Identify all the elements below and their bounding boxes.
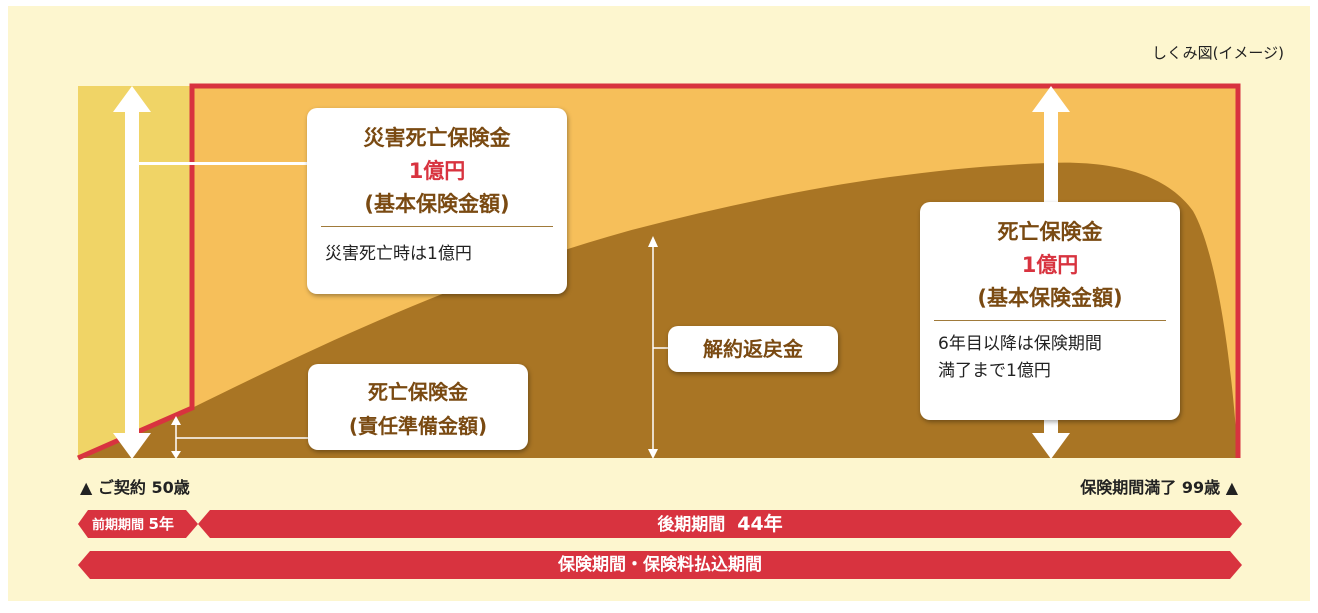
disaster-desc: 災害死亡時は1億円: [325, 244, 472, 264]
late-period-text: 後期期間 44年: [198, 511, 1242, 538]
early-period-years: 5年: [148, 515, 174, 533]
total-period-text: 保険期間・保険料払込期間: [558, 555, 762, 575]
total-period-bar: [78, 551, 1242, 579]
death-desc-line1: 6年目以降は保険期間: [938, 334, 1102, 354]
disaster-amount: 1億円: [408, 159, 466, 183]
early-period-bar: [78, 510, 198, 538]
disaster-sub: (基本保険金額): [364, 192, 510, 216]
diagram-caption: しくみ図(イメージ): [1151, 44, 1284, 62]
death-amount: 1億円: [1021, 253, 1079, 277]
late-period-years: 44年: [737, 513, 783, 535]
surrender-arrow: [648, 236, 668, 459]
reserve-arrow: [171, 416, 308, 459]
coverage-outline: [76, 83, 1241, 461]
death-title: 死亡保険金: [997, 220, 1103, 244]
disaster-connector: [139, 162, 307, 165]
reserve-benefit-box: 死亡保険金 (責任準備金額): [308, 364, 528, 450]
reserve-line2: (責任準備金額): [348, 414, 488, 438]
death-benefit-box: 死亡保険金 1億円 (基本保険金額) 6年目以降は保険期間 満了まで1億円: [920, 202, 1180, 420]
disaster-title: 災害死亡保険金: [363, 126, 511, 150]
reserve-line1: 死亡保険金: [368, 380, 468, 404]
late-period-bar: [198, 510, 1242, 538]
early-period-text: 前期期間 5年: [92, 513, 174, 537]
disaster-divider: [321, 226, 553, 227]
contract-end-label: 保険期間満了 99歳 ▲: [1080, 478, 1238, 497]
early-period-label: 前期期間: [92, 518, 145, 533]
disaster-benefit-box: 災害死亡保険金 1億円 (基本保険金額) 災害死亡時は1億円: [307, 108, 567, 294]
late-period-label: 後期期間: [657, 515, 726, 535]
death-desc-line2: 満了まで1億円: [938, 361, 1051, 381]
diagram-canvas: しくみ図(イメージ) 災害死亡保険金 1億円 (基本保険金額) 災害死亡時は1億…: [8, 6, 1310, 601]
surrender-value-box: 解約返戻金: [668, 326, 838, 372]
contract-start-label: ▲ ご契約 50歳: [80, 478, 190, 497]
death-divider: [934, 320, 1166, 321]
death-sub: (基本保険金額): [977, 286, 1123, 310]
disaster-benefit-arrow: [113, 86, 151, 459]
surrender-label: 解約返戻金: [703, 337, 803, 361]
